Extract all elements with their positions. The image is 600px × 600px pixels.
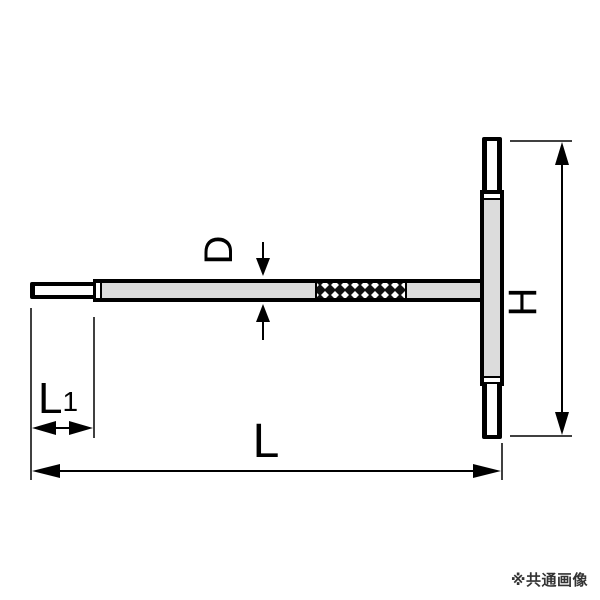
common-image-note: ※共通画像: [510, 571, 588, 589]
left-hex-tip: [30, 282, 96, 299]
label-h: H: [501, 288, 545, 317]
dimension-d: D: [197, 236, 270, 340]
label-d: D: [197, 236, 241, 265]
label-l1: L1: [38, 374, 78, 423]
dimension-l: L: [32, 415, 503, 480]
t-handle: [480, 137, 504, 439]
dimension-h: H: [501, 140, 572, 437]
dimension-l1: L1: [30, 308, 95, 480]
knurled-grip: [315, 281, 407, 300]
label-l1-main: L: [38, 374, 62, 423]
label-l1-sub: 1: [62, 386, 78, 417]
label-l: L: [253, 415, 280, 468]
shaft: [93, 279, 483, 302]
